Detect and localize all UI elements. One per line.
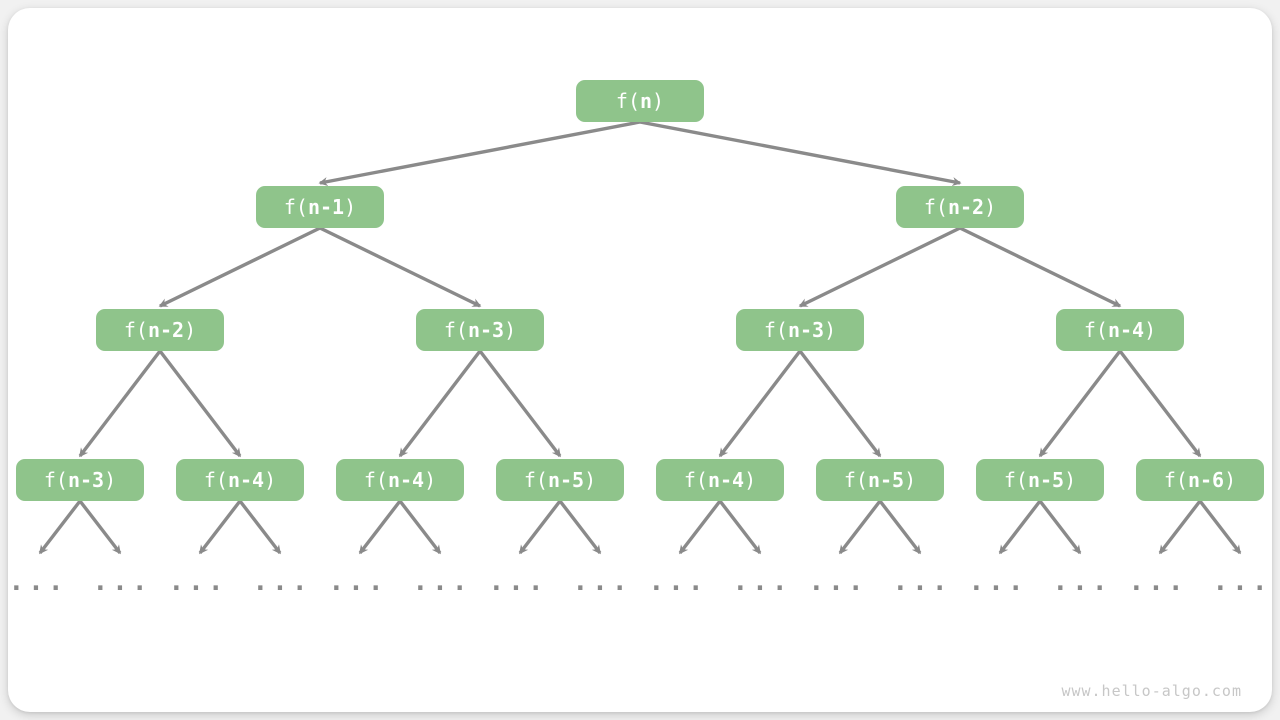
ellipsis-leaves: ........................................… xyxy=(9,567,1272,597)
tree-edge-arrow xyxy=(558,499,602,555)
watermark: www.hello-algo.com xyxy=(1061,682,1242,700)
tree-edge-arrow xyxy=(318,120,641,187)
tree-node-label: f(n-6) xyxy=(1164,468,1236,492)
tree-edge-arrow xyxy=(398,499,442,555)
tree-node-box xyxy=(176,459,304,501)
tree-node: f(n-3) xyxy=(736,309,864,351)
tree-edge-arrow xyxy=(718,499,762,555)
tree-node-label: f(n-3) xyxy=(44,468,116,492)
tree-node-label: f(n-5) xyxy=(1004,468,1076,492)
ellipsis-label: ... xyxy=(253,567,312,597)
tree-node: f(n-4) xyxy=(176,459,304,501)
tree-edge-arrow xyxy=(78,349,162,458)
tree-node-box xyxy=(416,309,544,351)
tree-edge-arrow xyxy=(798,226,961,308)
tree-node-box xyxy=(1056,309,1184,351)
tree-edge-arrow xyxy=(838,499,882,555)
tree-node: f(n-1) xyxy=(256,186,384,228)
tree-edges xyxy=(38,120,1242,555)
ellipsis-label: ... xyxy=(1213,567,1272,597)
tree-edge-arrow xyxy=(1038,499,1082,555)
tree-node: f(n-5) xyxy=(816,459,944,501)
tree-node: f(n-6) xyxy=(1136,459,1264,501)
tree-node-box xyxy=(16,459,144,501)
tree-edge-arrow xyxy=(1038,349,1122,458)
ellipsis-label: ... xyxy=(969,567,1028,597)
ellipsis-label: ... xyxy=(809,567,868,597)
tree-edge-arrow xyxy=(798,349,882,458)
tree-node-label: f(n-4) xyxy=(684,468,756,492)
tree-edge-arrow xyxy=(198,499,242,555)
tree-node: f(n-4) xyxy=(656,459,784,501)
tree-edge-arrow xyxy=(158,349,242,458)
tree-node-label: f(n-5) xyxy=(844,468,916,492)
ellipsis-label: ... xyxy=(329,567,388,597)
ellipsis-label: ... xyxy=(93,567,152,597)
tree-node-box xyxy=(576,80,704,122)
tree-edge-arrow xyxy=(158,226,321,308)
ellipsis-label: ... xyxy=(1129,567,1188,597)
tree-node-label: f(n-2) xyxy=(924,195,996,219)
tree-node-box xyxy=(496,459,624,501)
tree-node-box xyxy=(896,186,1024,228)
tree-node-label: f(n-5) xyxy=(524,468,596,492)
canvas-card xyxy=(8,8,1272,712)
tree-node-box xyxy=(336,459,464,501)
tree-edge-arrow xyxy=(718,349,802,458)
tree-edge-arrow xyxy=(959,226,1122,308)
tree-node-label: f(n-4) xyxy=(204,468,276,492)
tree-node-box xyxy=(656,459,784,501)
tree-node-box xyxy=(1136,459,1264,501)
tree-node: f(n-4) xyxy=(1056,309,1184,351)
tree-node-box xyxy=(256,186,384,228)
tree-node-label: f(n) xyxy=(616,89,664,113)
tree-node-label: f(n-2) xyxy=(124,318,196,342)
ellipsis-label: ... xyxy=(573,567,632,597)
ellipsis-label: ... xyxy=(893,567,952,597)
tree-node-box xyxy=(736,309,864,351)
tree-node-box xyxy=(816,459,944,501)
tree-edge-arrow xyxy=(1158,499,1202,555)
ellipsis-label: ... xyxy=(9,567,68,597)
tree-edge-arrow xyxy=(398,349,482,458)
tree-edge-arrow xyxy=(878,499,922,555)
tree-edge-arrow xyxy=(1118,349,1202,458)
tree-node: f(n-2) xyxy=(896,186,1024,228)
tree-node-label: f(n-1) xyxy=(284,195,356,219)
tree-node-box xyxy=(976,459,1104,501)
tree-node-label: f(n-4) xyxy=(364,468,436,492)
ellipsis-label: ... xyxy=(1053,567,1112,597)
tree-edge-arrow xyxy=(1198,499,1242,555)
tree-node: f(n-4) xyxy=(336,459,464,501)
tree-node: f(n-5) xyxy=(976,459,1104,501)
tree-node: f(n) xyxy=(576,80,704,122)
tree-edge-arrow xyxy=(639,120,962,187)
tree-node-label: f(n-3) xyxy=(764,318,836,342)
tree-node: f(n-3) xyxy=(16,459,144,501)
tree-edge-arrow xyxy=(38,499,82,555)
ellipsis-label: ... xyxy=(649,567,708,597)
ellipsis-label: ... xyxy=(733,567,792,597)
tree-edge-arrow xyxy=(358,499,402,555)
ellipsis-label: ... xyxy=(413,567,472,597)
tree-node: f(n-2) xyxy=(96,309,224,351)
tree-node-box xyxy=(96,309,224,351)
tree-node-label: f(n-3) xyxy=(444,318,516,342)
tree-edge-arrow xyxy=(478,349,562,458)
tree-edge-arrow xyxy=(238,499,282,555)
tree-edge-arrow xyxy=(518,499,562,555)
tree-edge-arrow xyxy=(678,499,722,555)
tree-node: f(n-5) xyxy=(496,459,624,501)
tree-node: f(n-3) xyxy=(416,309,544,351)
tree-node-label: f(n-4) xyxy=(1084,318,1156,342)
tree-edge-arrow xyxy=(998,499,1042,555)
tree-edge-arrow xyxy=(78,499,122,555)
tree-edge-arrow xyxy=(319,226,482,308)
ellipsis-label: ... xyxy=(169,567,228,597)
ellipsis-label: ... xyxy=(489,567,548,597)
